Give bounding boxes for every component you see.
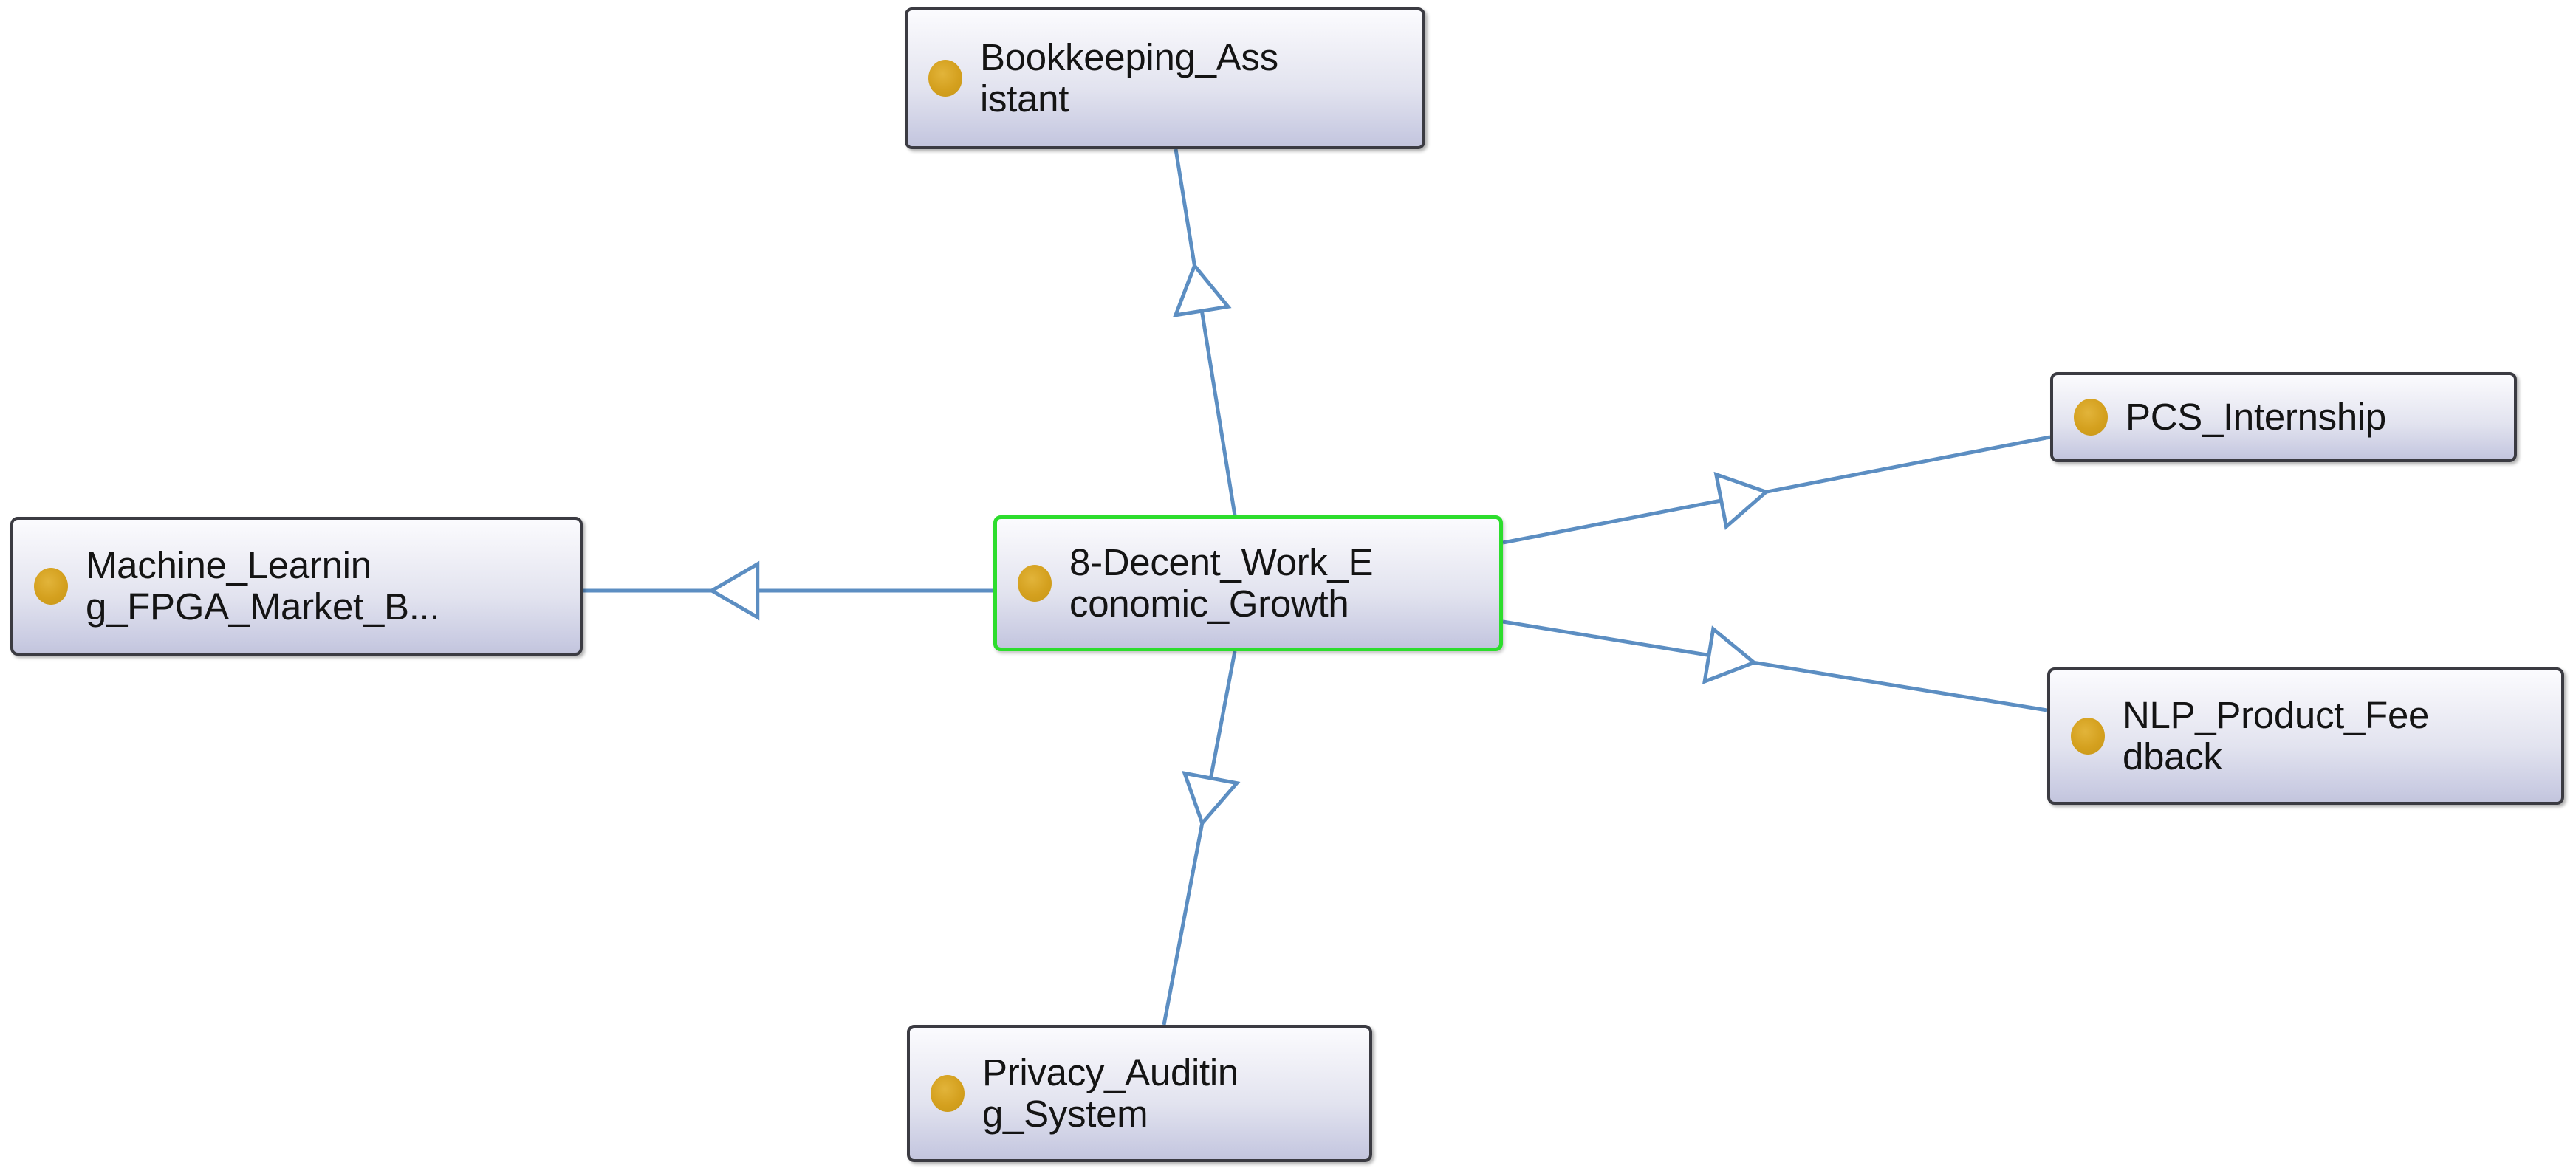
arrowhead-icon xyxy=(1172,261,1232,317)
edge-center-to-machine-learning[interactable] xyxy=(583,560,993,621)
node-label: 8-Decent_Work_E conomic_Growth xyxy=(1069,540,1374,625)
node-label: PCS_Internship xyxy=(2125,395,2386,438)
node-label: Bookkeeping_Ass istant xyxy=(980,35,1278,120)
node-decent-work-economic-growth[interactable]: 8-Decent_Work_E conomic_Growth xyxy=(993,515,1503,651)
node-label: Privacy_Auditin g_System xyxy=(982,1051,1239,1135)
gold-circle-icon xyxy=(34,568,68,605)
node-bookkeeping-assistant[interactable]: Bookkeeping_Ass istant xyxy=(905,7,1425,149)
arrowhead-icon xyxy=(708,560,760,621)
gold-circle-icon xyxy=(2071,718,2105,755)
gold-circle-icon xyxy=(928,60,962,97)
node-label: Machine_Learnin g_FPGA_Market_B... xyxy=(86,543,440,628)
node-privacy-auditing-system[interactable]: Privacy_Auditin g_System xyxy=(907,1025,1372,1162)
edge-line xyxy=(1174,148,1237,516)
edge-center-to-pcs-internship[interactable] xyxy=(1502,435,2051,545)
gold-circle-icon xyxy=(2074,399,2108,436)
edge-line xyxy=(1502,435,2051,545)
edge-center-to-privacy-auditing[interactable] xyxy=(1162,650,1241,1026)
arrowhead-icon xyxy=(1702,625,1758,684)
edge-center-to-nlp-feedback[interactable] xyxy=(1502,619,2048,712)
node-machine-learning-fpga-market[interactable]: Machine_Learnin g_FPGA_Market_B... xyxy=(10,517,583,656)
edge-center-to-bookkeeping[interactable] xyxy=(1168,148,1237,516)
gold-circle-icon xyxy=(1018,565,1052,602)
node-nlp-product-feedback[interactable]: NLP_Product_Fee dback xyxy=(2047,667,2564,805)
node-pcs-internship[interactable]: PCS_Internship xyxy=(2050,372,2517,462)
edge-line xyxy=(1162,650,1237,1026)
node-label: NLP_Product_Fee dback xyxy=(2123,693,2430,777)
arrowhead-icon xyxy=(1182,770,1241,827)
edge-line xyxy=(1502,619,2048,712)
arrowhead-icon xyxy=(1713,471,1770,531)
gold-circle-icon xyxy=(931,1075,965,1112)
